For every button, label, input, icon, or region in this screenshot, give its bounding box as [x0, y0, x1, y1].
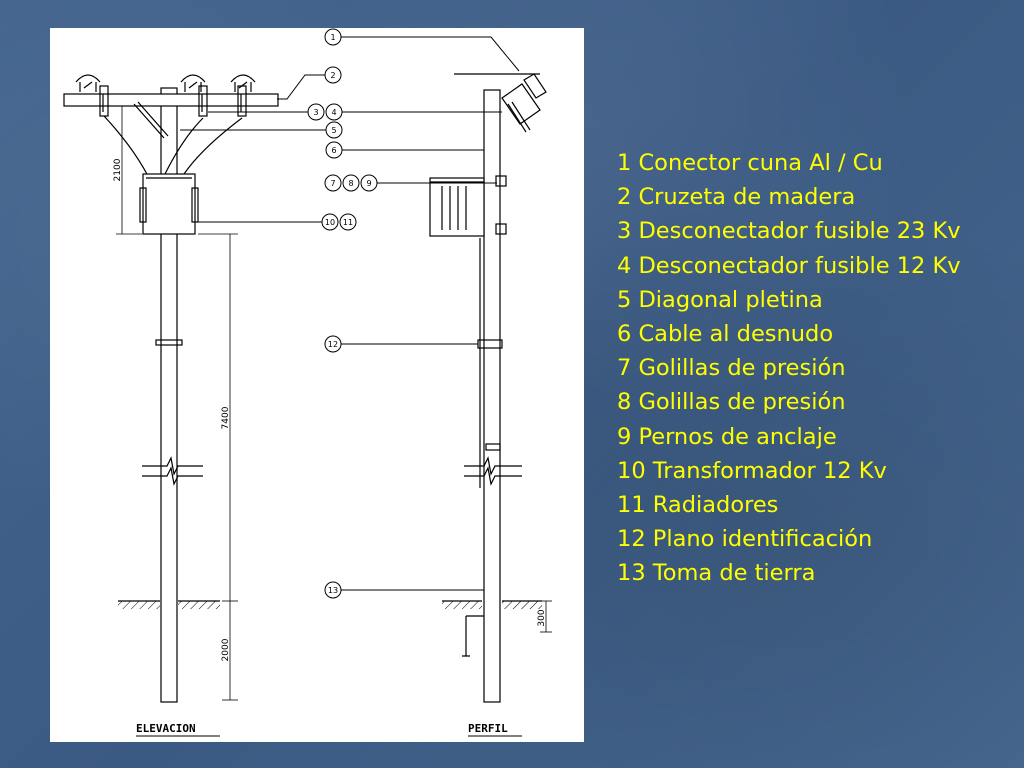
- legend-item: 13 Toma de tierra: [617, 560, 816, 587]
- svg-text:3: 3: [313, 108, 318, 117]
- callout-10-11: 10 11: [198, 213, 357, 231]
- dim-label-7400: 7400: [221, 406, 231, 429]
- elevation-view: [63, 74, 279, 703]
- legend-item: 5 Diagonal pletina: [617, 286, 823, 313]
- technical-drawing: 2100 7400 2000 ELEVACION: [50, 28, 584, 742]
- svg-text:6: 6: [331, 146, 336, 155]
- callout-1: 1: [324, 28, 520, 72]
- svg-text:10: 10: [325, 218, 335, 227]
- elevation-insulators: [75, 74, 256, 92]
- legend-item: 3 Desconectador fusible 23 Kv: [617, 218, 961, 245]
- elevation-ground: [118, 600, 220, 609]
- legend-item: 11 Radiadores: [617, 492, 779, 519]
- legend-item: 6 Cable al desnudo: [617, 321, 834, 348]
- svg-text:2: 2: [330, 71, 335, 80]
- legend-item: 8 Golillas de presión: [617, 389, 846, 416]
- callout-13: 13: [324, 581, 484, 599]
- elevation-pole: [160, 87, 178, 703]
- dimension-300: [540, 600, 552, 633]
- dim-label-2000: 2000: [221, 638, 231, 661]
- svg-text:9: 9: [366, 179, 371, 188]
- legend-item: 12 Plano identificación: [617, 526, 873, 553]
- callout-6: 6: [325, 141, 484, 159]
- legend-item: 7 Golillas de presión: [617, 355, 846, 382]
- callout-2: 2: [277, 66, 342, 100]
- svg-text:4: 4: [331, 108, 336, 117]
- callout-7-8-9: 7 8 9: [324, 174, 497, 192]
- profile-fuse-cutout: [501, 73, 547, 133]
- callout-3-4: 3 4: [208, 103, 502, 121]
- elevation-crossarm: [63, 93, 279, 107]
- elevation-diagonal-brace: [133, 101, 169, 139]
- elevation-transformer: [142, 173, 196, 235]
- svg-text:13: 13: [328, 586, 338, 595]
- svg-text:11: 11: [343, 218, 353, 227]
- legend-item: 10 Transformador 12 Kv: [617, 457, 887, 484]
- callout-12: 12: [324, 335, 478, 353]
- legend-item: 9 Pernos de anclaje: [617, 423, 837, 450]
- svg-text:7: 7: [330, 179, 335, 188]
- profile-view: [429, 73, 552, 703]
- elevation-title: ELEVACION: [136, 722, 196, 735]
- dimension-2100: [116, 105, 160, 235]
- profile-pole: [483, 89, 501, 703]
- dimension-2000: [222, 600, 238, 701]
- dim-label-2100: 2100: [113, 158, 123, 181]
- profile-break-mark: [464, 456, 522, 486]
- profile-transformer: [429, 177, 485, 237]
- pole-transformer-diagram: 2100 7400 2000 ELEVACION: [63, 28, 552, 737]
- profile-ground: [442, 600, 542, 609]
- svg-text:1: 1: [330, 33, 335, 42]
- callout-5: 5: [180, 121, 343, 139]
- legend-list: 1 Conector cuna Al / Cu 2 Cruzeta de mad…: [617, 146, 961, 591]
- svg-text:8: 8: [348, 179, 353, 188]
- legend-item: 1 Conector cuna Al / Cu: [617, 150, 883, 176]
- dim-label-300: 300: [537, 609, 547, 626]
- svg-text:5: 5: [331, 126, 336, 135]
- profile-title: PERFIL: [468, 722, 508, 735]
- dimension-7400: [198, 233, 238, 601]
- legend-item: 4 Desconectador fusible 12 Kv: [617, 252, 961, 279]
- elevation-conductors: [103, 115, 243, 177]
- legend-item: 2 Cruzeta de madera: [617, 184, 856, 211]
- ground-rod: [462, 615, 484, 657]
- svg-text:12: 12: [328, 340, 338, 349]
- elevation-break-mark: [142, 456, 203, 486]
